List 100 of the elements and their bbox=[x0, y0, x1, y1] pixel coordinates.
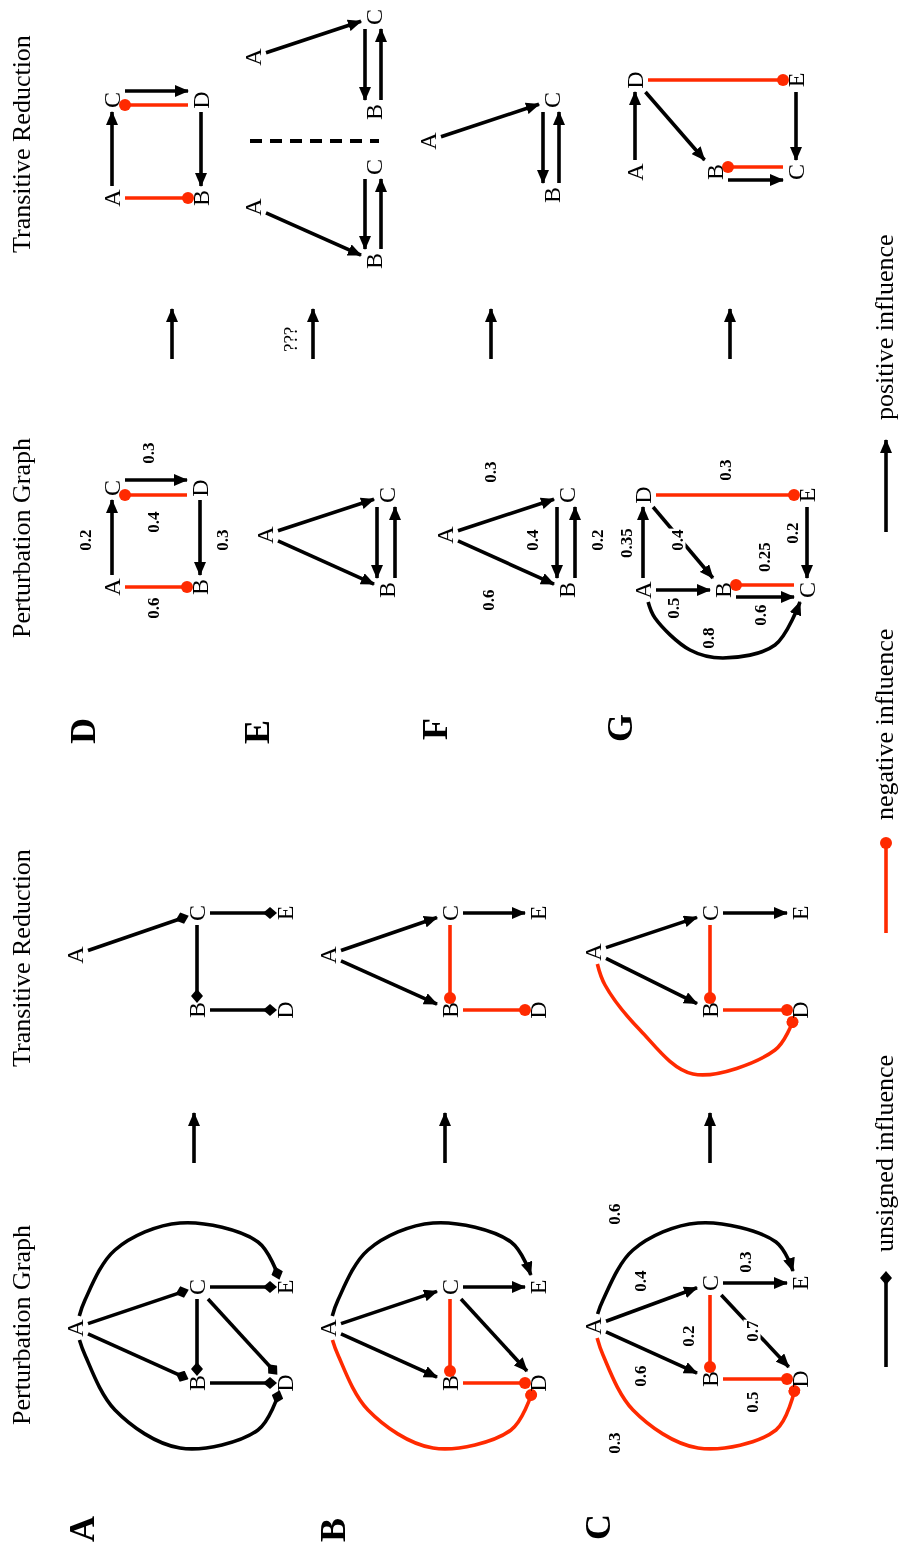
arrow bbox=[359, 29, 371, 101]
arrow bbox=[277, 539, 375, 586]
diamond-end-line bbox=[210, 1377, 277, 1389]
arrow bbox=[265, 19, 362, 55]
arrow bbox=[646, 601, 802, 660]
node-label: C bbox=[184, 1277, 210, 1297]
arrow bbox=[723, 907, 788, 919]
node-label: B bbox=[697, 1369, 723, 1389]
node-label: C bbox=[783, 162, 809, 182]
node-label: A bbox=[622, 161, 648, 183]
arrow bbox=[457, 539, 555, 586]
inhibition-line bbox=[595, 963, 799, 1077]
arrow bbox=[736, 591, 795, 603]
arrow bbox=[637, 506, 649, 578]
node-label: A bbox=[240, 46, 266, 68]
node-label: E bbox=[783, 70, 809, 90]
panel-letter: D bbox=[65, 718, 101, 744]
diamond-end-line bbox=[77, 1220, 283, 1317]
inhibition-line bbox=[125, 581, 193, 593]
node-label: B bbox=[187, 577, 213, 597]
legend-label: negative influence bbox=[872, 628, 898, 820]
node-label: B bbox=[710, 580, 736, 600]
node-label: D bbox=[525, 1372, 551, 1394]
node-label: D bbox=[187, 477, 213, 499]
node-label: C bbox=[539, 90, 565, 110]
node-label: D bbox=[630, 484, 656, 506]
inhibition-line bbox=[656, 489, 800, 501]
node-label: A bbox=[315, 1317, 341, 1339]
arrow bbox=[605, 1330, 698, 1375]
node-label: C bbox=[361, 7, 387, 27]
arrow bbox=[605, 915, 698, 950]
node-label: D bbox=[272, 1372, 298, 1394]
inhibition-line bbox=[722, 161, 783, 173]
diamond-end-line bbox=[210, 1281, 277, 1293]
arrow bbox=[375, 28, 387, 100]
node-label: B bbox=[437, 1373, 463, 1393]
edge-label: 0.7 bbox=[743, 1319, 761, 1343]
arrow bbox=[457, 497, 555, 533]
node-label: A bbox=[630, 579, 656, 601]
node-label: E bbox=[272, 903, 298, 923]
diamond-end-line bbox=[87, 1286, 189, 1326]
arrow bbox=[551, 507, 563, 579]
legend-label: unsigned influence bbox=[872, 1054, 898, 1252]
node-label: B bbox=[361, 251, 387, 271]
arrow bbox=[359, 179, 371, 250]
node-label: B bbox=[554, 580, 580, 600]
node-label: C bbox=[99, 90, 125, 110]
node-label: B bbox=[361, 102, 387, 122]
node-label: C bbox=[554, 485, 580, 505]
arrow bbox=[644, 90, 706, 162]
node-label: A bbox=[62, 944, 88, 966]
arrow bbox=[728, 174, 784, 186]
inhibition-line bbox=[119, 489, 187, 501]
node-label: D bbox=[272, 999, 298, 1021]
diamond-end-line bbox=[191, 925, 203, 1003]
arrow bbox=[463, 1281, 526, 1293]
arrow bbox=[595, 1221, 795, 1315]
node-label: B bbox=[184, 1373, 210, 1393]
node-label: A bbox=[315, 944, 341, 966]
arrow bbox=[125, 474, 188, 486]
node-label: C bbox=[374, 485, 400, 505]
panel-letter: A bbox=[64, 1516, 100, 1542]
node-label: D bbox=[787, 1368, 813, 1390]
arrow bbox=[389, 506, 401, 578]
arrow bbox=[125, 85, 189, 97]
arrow bbox=[106, 111, 118, 186]
arrow bbox=[340, 1289, 438, 1326]
inhibition-line bbox=[125, 192, 194, 204]
arrow bbox=[340, 915, 438, 953]
arrow bbox=[463, 907, 526, 919]
node-label: C bbox=[794, 580, 820, 600]
node-label: A bbox=[252, 524, 278, 546]
arrow bbox=[629, 91, 641, 160]
node-label: D bbox=[525, 999, 551, 1021]
inhibition-line bbox=[723, 1373, 793, 1385]
arrow bbox=[340, 1332, 438, 1379]
panel-letter: F bbox=[417, 718, 453, 740]
question-marks: ??? bbox=[280, 326, 300, 352]
node-label: C bbox=[99, 478, 125, 498]
node-label: E bbox=[787, 1273, 813, 1293]
node-label: C bbox=[697, 1273, 723, 1293]
arrow bbox=[371, 507, 383, 579]
node-label: A bbox=[432, 524, 458, 546]
arrow bbox=[723, 1277, 788, 1289]
inhibition-line bbox=[463, 1004, 531, 1016]
arrow bbox=[195, 112, 207, 187]
diamond-end-line bbox=[191, 1299, 203, 1376]
arrow bbox=[330, 1220, 533, 1317]
inhibition-line bbox=[463, 1377, 531, 1389]
inhibition-line bbox=[730, 579, 794, 591]
node-label: D bbox=[188, 89, 214, 111]
arrow bbox=[801, 507, 813, 579]
diamond-end-line bbox=[77, 1339, 284, 1451]
arrow bbox=[719, 1293, 791, 1369]
arrow bbox=[375, 178, 387, 249]
node-label: C bbox=[697, 903, 723, 923]
column-heading: Perturbation Graph bbox=[9, 1225, 35, 1425]
arrow bbox=[605, 1286, 698, 1323]
arrow bbox=[459, 1297, 529, 1373]
column-heading: Transitive Reduction bbox=[9, 35, 35, 253]
